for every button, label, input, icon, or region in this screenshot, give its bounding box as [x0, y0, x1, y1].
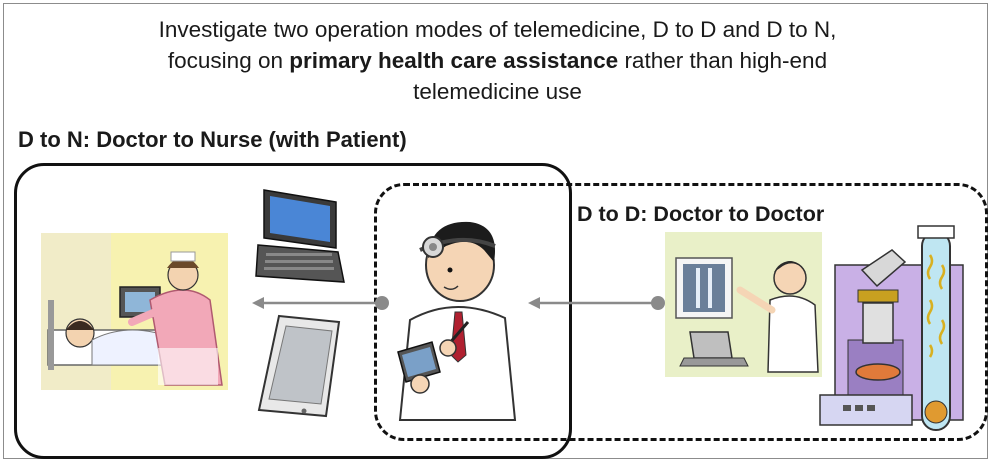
d-to-n-label: D to N: Doctor to Nurse (with Patient) — [18, 127, 407, 152]
headline-line-3: telemedicine use — [413, 79, 582, 104]
arrow-remote-to-doctor — [528, 296, 665, 310]
remote-doctor-xray-illustration — [665, 232, 822, 377]
headline-line-2: focusing on primary health care assistan… — [0, 45, 995, 76]
tablet-pc-icon — [255, 189, 345, 283]
headline-line-1: Investigate two operation modes of telem… — [158, 17, 837, 42]
d-to-d-label: D to D: Doctor to Doctor — [577, 202, 825, 226]
doctor-with-tablet-illustration — [397, 221, 517, 421]
headline-line-2-post: rather than high-end — [618, 48, 828, 73]
nurse-patient-illustration — [41, 233, 228, 390]
headline-line-2-pre: focusing on — [167, 48, 290, 73]
tablet-icon — [257, 314, 341, 418]
arrow-doctor-to-nurse — [252, 296, 389, 310]
d-to-d-group-box — [374, 183, 988, 441]
d-to-n-group-box — [14, 163, 572, 459]
headline-emphasis: primary health care assistance — [289, 48, 619, 73]
lab-equipment-illustration — [819, 225, 964, 431]
headline: Investigate two operation modes of telem… — [0, 14, 995, 107]
